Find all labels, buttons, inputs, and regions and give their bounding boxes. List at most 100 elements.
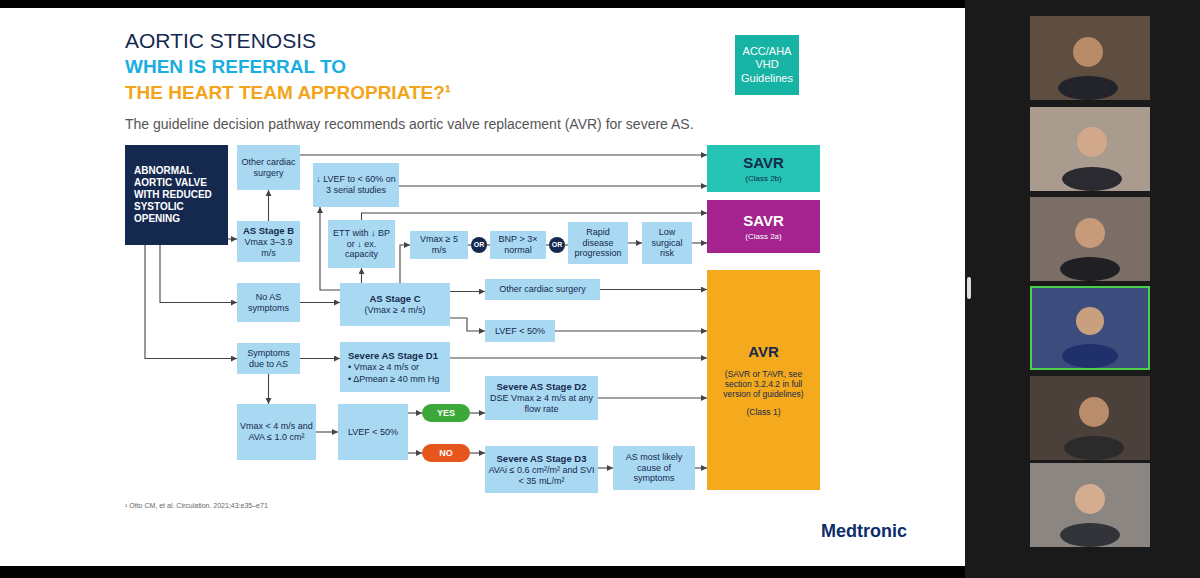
flow-arrow	[695, 467, 707, 468]
box-heading: Rapid disease progression	[571, 227, 625, 259]
flow-arrow	[450, 291, 485, 292]
process-box: Rapid disease progression	[568, 222, 628, 264]
box-heading: AVR	[748, 343, 779, 361]
person-head	[1075, 218, 1105, 248]
box-text: • ΔPmean ≥ 40 mm Hg	[348, 374, 439, 385]
tile-background	[1030, 376, 1150, 460]
panel-handle	[967, 277, 971, 299]
footnote: ¹ Otto CM, et al. Circulation. 2021;43:e…	[125, 502, 268, 509]
flow-arrow	[300, 302, 340, 303]
box-heading: AS Stage B	[243, 225, 294, 236]
box-text: (SAVR or TAVR, see section 3.2.4.2 in fu…	[717, 369, 810, 400]
outcome-box: SAVR (Class 2a)	[707, 200, 820, 253]
box-heading: No AS symptoms	[240, 292, 297, 314]
box-text: (Class 2a)	[745, 232, 781, 242]
box-heading: LVEF < 50%	[495, 326, 545, 337]
flow-arrow	[598, 397, 707, 398]
flow-arrow	[361, 268, 362, 283]
flow-arrow	[300, 358, 340, 359]
box-heading: YES	[437, 408, 455, 419]
box-text: (Class 2b)	[745, 174, 781, 184]
process-box: ↓ LVEF to < 60% on 3 serial studies	[313, 163, 399, 207]
person-head	[1075, 484, 1105, 514]
box-heading: Other cardiac surgery	[499, 284, 586, 295]
flow-arrow	[468, 244, 471, 245]
process-box: Low surgical risk	[642, 222, 692, 264]
person-body	[1062, 344, 1118, 368]
box-text: (Vmax ≥ 4 m/s)	[365, 305, 426, 316]
stage-box: Severe AS Stage D3AVAi ≤ 0.6 cm²/m² and …	[485, 446, 598, 493]
box-heading: ↓ LVEF to < 60% on 3 serial studies	[316, 174, 396, 196]
tile-background	[1030, 16, 1150, 100]
stage-box: AS Stage C(Vmax ≥ 4 m/s)	[340, 283, 450, 326]
tile-background	[1030, 107, 1150, 191]
box-text: Vmax 3–3.9 m/s	[240, 237, 297, 259]
box-heading: AS Stage C	[369, 293, 420, 304]
flow-arrow	[268, 190, 269, 221]
shape-fill	[549, 237, 565, 253]
process-box: ETT with ↓ BP or ↓ ex. capacity	[328, 220, 395, 268]
person-body	[1058, 76, 1118, 100]
flow-arrow	[555, 330, 707, 331]
person-head	[1079, 397, 1109, 427]
box-heading: SAVR	[743, 212, 784, 230]
person-body	[1064, 436, 1124, 460]
box-heading: ABNORMAL AORTIC VALVE WITH REDUCED SYSTO…	[134, 165, 219, 225]
flow-arrow	[399, 185, 707, 186]
participant-tile	[1031, 287, 1149, 369]
tile-background	[1030, 197, 1150, 281]
process-box: Symptoms due to AS	[237, 343, 300, 374]
box-heading: BNP > 3× normal	[493, 234, 543, 256]
flow-arrow	[598, 467, 613, 468]
flow-arrow	[600, 289, 707, 290]
box-text: AVAi ≤ 0.6 cm²/m² and SVI < 35 mL/m²	[488, 465, 595, 487]
process-box: BNP > 3× normal	[490, 231, 546, 259]
flow-arrow	[362, 213, 708, 220]
box-heading: Low surgical risk	[645, 227, 689, 259]
flow-arrow	[692, 242, 707, 243]
box-heading: Severe AS Stage D1	[348, 350, 438, 361]
box-heading: AS most likely cause of symptoms	[616, 452, 692, 484]
box-heading: LVEF < 50%	[348, 427, 398, 438]
participant-tile	[1030, 463, 1150, 547]
person-head	[1076, 307, 1104, 335]
box-heading: ACC/AHA VHD Guidelines	[738, 45, 796, 85]
flow-arrow	[300, 154, 707, 155]
person-body	[1060, 257, 1120, 281]
subtitle: The guideline decision pathway recommend…	[125, 117, 694, 131]
process-box: AS most likely cause of symptoms	[613, 446, 695, 490]
flow-arrow	[408, 452, 422, 453]
box-heading: Vmax ≥ 5 m/s	[413, 234, 465, 256]
slide-title: WHEN IS REFERRAL TO	[125, 57, 346, 76]
participant-tile	[1030, 376, 1150, 460]
decision-pill: NO	[422, 444, 470, 462]
flow-arrow	[470, 452, 485, 453]
flow-arrow	[160, 245, 237, 303]
process-box: LVEF < 50%	[485, 320, 555, 342]
person-head	[1073, 37, 1103, 67]
outcome-box: AVR (SAVR or TAVR, see section 3.2.4.2 in…	[707, 270, 820, 490]
process-box: Other cardiac surgery	[237, 145, 300, 190]
flow-arrow	[450, 357, 707, 358]
person-body	[1060, 523, 1120, 547]
box-heading: Severe AS Stage D3	[497, 453, 587, 464]
box-heading: OR	[474, 241, 485, 249]
stage-box: Severe AS Stage D2DSE Vmax ≥ 4 m/s at an…	[485, 376, 598, 420]
box-text: DSE Vmax ≥ 4 m/s at any flow rate	[488, 393, 595, 415]
participant-tile	[1030, 197, 1150, 281]
box-heading: Severe AS Stage D2	[497, 381, 587, 392]
shape-fill	[422, 404, 470, 422]
stage-box: Severe AS Stage D1• Vmax ≥ 4 m/s or• ΔPm…	[340, 342, 450, 392]
guideline-badge: ACC/AHA VHD Guidelines	[735, 35, 799, 95]
flow-arrow	[268, 374, 269, 404]
box-text: (Class 1)	[746, 407, 780, 417]
shape-fill	[471, 237, 487, 253]
flow-arrow	[470, 412, 485, 413]
slide-title: AORTIC STENOSIS	[125, 30, 316, 51]
slide-title: THE HEART TEAM APPROPRIATE?¹	[125, 83, 451, 102]
flow-arrow	[408, 412, 422, 413]
process-box: No AS symptoms	[237, 283, 300, 322]
box-heading: SAVR	[743, 154, 784, 172]
